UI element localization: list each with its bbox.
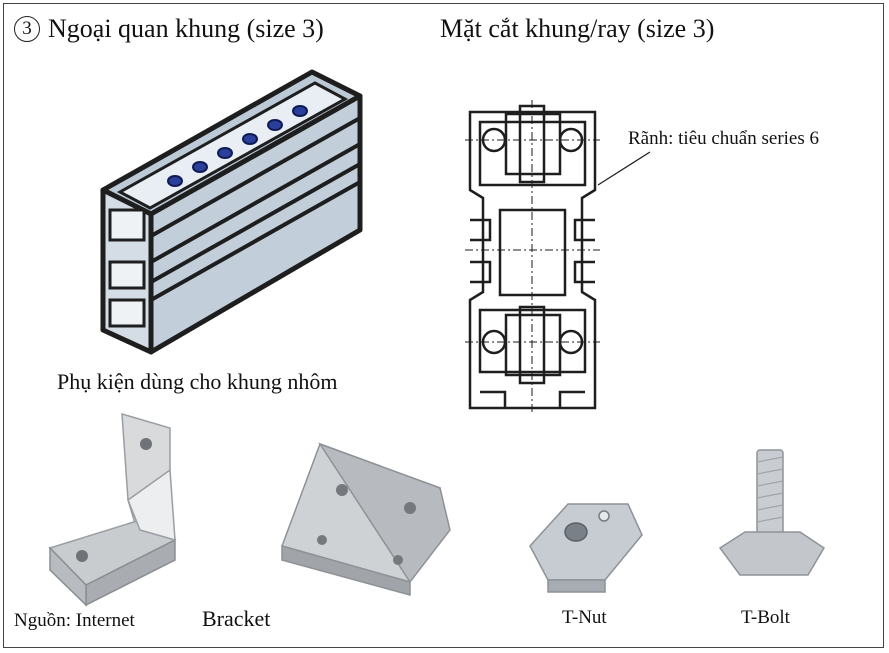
groove-leader-line — [597, 151, 651, 186]
title-left: 3 Ngoại quan khung (size 3) — [14, 14, 324, 44]
title-left-text: Ngoại quan khung (size 3) — [48, 14, 324, 43]
groove-annotation: Rãnh: tiêu chuẩn series 6 — [628, 128, 820, 149]
figure-frame — [3, 3, 884, 648]
ball-row — [167, 105, 308, 187]
section-number: 3 — [14, 16, 40, 42]
source-note: Nguồn: Internet — [14, 610, 135, 631]
bracket-label: Bracket — [202, 606, 271, 631]
accessories-heading: Phụ kiện dùng cho khung nhôm — [57, 369, 338, 394]
tbolt-label: T-Bolt — [741, 607, 790, 628]
title-right: Mặt cắt khung/ray (size 3) — [440, 14, 715, 43]
tnut-label: T-Nut — [562, 607, 607, 628]
